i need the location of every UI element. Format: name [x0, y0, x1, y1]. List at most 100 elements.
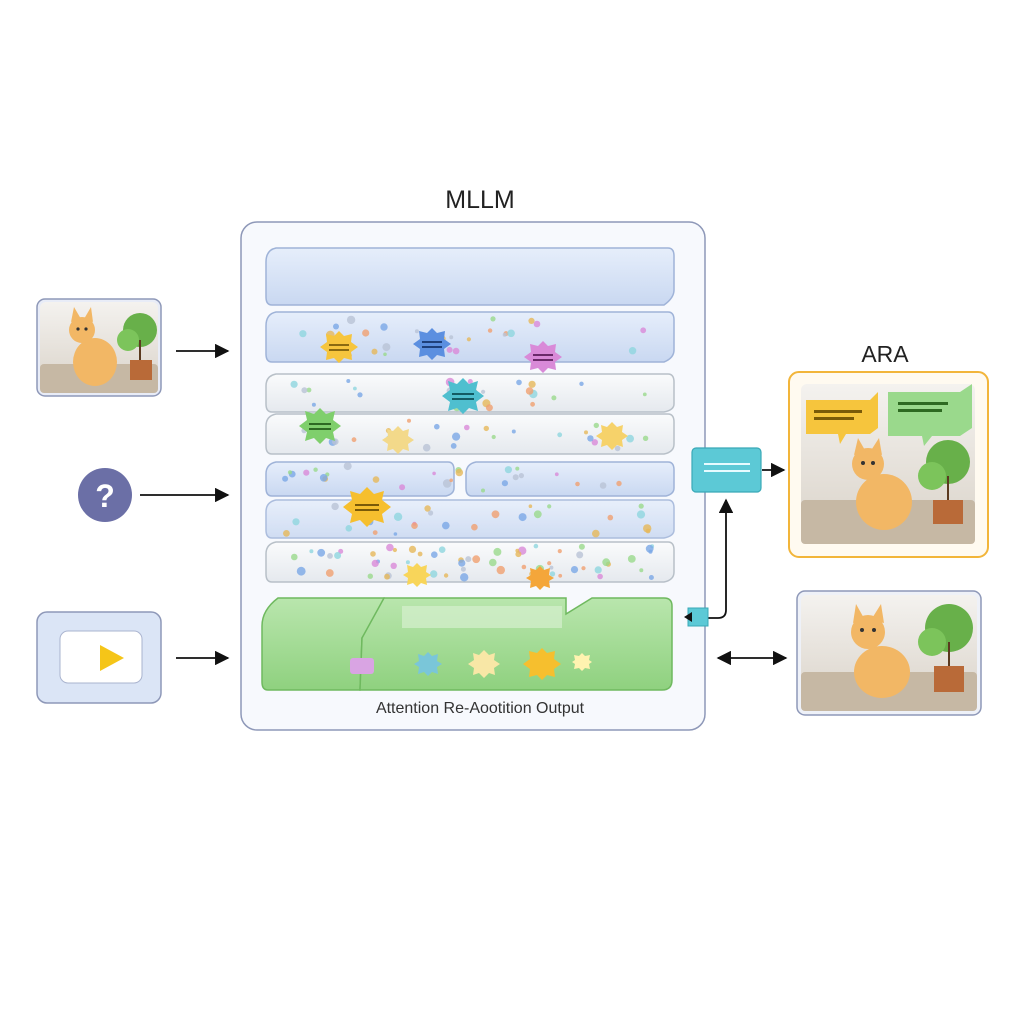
token-dot	[455, 468, 464, 477]
token-dot	[464, 424, 470, 431]
token-dot	[504, 466, 512, 474]
token-dot	[450, 443, 457, 449]
token-dot	[372, 476, 380, 483]
token-dot	[549, 565, 554, 570]
token-dot	[551, 395, 557, 401]
layer-5	[265, 461, 675, 497]
svg-text:?: ?	[95, 478, 115, 514]
token-dot	[533, 543, 539, 549]
token-dot	[515, 548, 520, 553]
ara-panel	[788, 371, 989, 558]
plant-icon-ara	[918, 440, 970, 524]
token-dot	[636, 510, 646, 519]
cat-image-icon-compare	[851, 604, 910, 698]
token-dot	[516, 379, 522, 386]
token-dot	[431, 551, 438, 558]
token-dot	[460, 573, 469, 582]
token-dot	[386, 543, 394, 552]
token-dot	[460, 566, 466, 572]
token-dot	[616, 480, 622, 487]
token-dot	[443, 573, 449, 578]
token-dot	[319, 474, 328, 482]
token-dot	[384, 573, 390, 580]
token-dot	[362, 329, 370, 337]
token-dot	[627, 555, 636, 563]
token-dot	[458, 559, 466, 567]
badge-orange-1	[343, 487, 391, 527]
compare-image	[796, 590, 982, 716]
token-dot	[414, 329, 419, 334]
token-dot	[502, 332, 507, 337]
token-dot	[525, 387, 534, 395]
token-dot	[483, 425, 489, 432]
token-dot	[549, 571, 556, 577]
token-dot	[306, 387, 312, 393]
token-dot	[301, 387, 308, 394]
badge-yellow-1	[320, 331, 358, 363]
token-dot	[490, 316, 496, 322]
token-dot	[428, 510, 434, 516]
token-dot	[296, 566, 306, 576]
token-dot	[327, 553, 333, 559]
token-dot	[558, 573, 563, 578]
layer-7	[265, 541, 675, 583]
badge-yellow-3	[596, 422, 628, 450]
token-dot	[471, 523, 478, 531]
plant-icon-compare	[918, 604, 973, 692]
token-dot	[367, 573, 373, 579]
token-dot	[518, 513, 527, 522]
layer-4	[265, 413, 675, 455]
token-dot	[533, 510, 542, 519]
token-dot	[399, 484, 406, 491]
badge-pink-1	[524, 341, 562, 373]
token-dot	[380, 323, 388, 331]
token-dot	[346, 315, 356, 325]
token-dot	[638, 503, 644, 509]
token-dot	[292, 518, 300, 526]
token-dot	[442, 479, 452, 488]
token-dot	[594, 566, 602, 574]
video-play-icon	[100, 645, 124, 671]
token-dot	[628, 347, 637, 355]
token-dot	[317, 548, 326, 557]
token-dot	[309, 549, 314, 554]
badge-yellow-2	[382, 426, 414, 454]
token-dot	[438, 546, 446, 553]
ara-title: ARA	[861, 341, 909, 367]
token-dot	[639, 568, 644, 573]
layer-1	[265, 247, 675, 306]
token-dot	[446, 346, 453, 353]
token-dot	[408, 545, 417, 554]
token-dot	[579, 381, 584, 386]
video-input	[36, 611, 162, 704]
token-dot	[343, 462, 352, 471]
token-dot	[645, 528, 651, 534]
token-dot	[575, 481, 580, 487]
token-dot	[592, 529, 600, 538]
token-dot	[487, 328, 493, 333]
badge-blue-1	[413, 328, 451, 360]
token-dot	[557, 549, 562, 554]
question-icon	[78, 468, 132, 522]
token-dot	[642, 392, 647, 397]
token-dot	[570, 566, 579, 574]
token-dot	[528, 504, 533, 509]
token-dot	[491, 434, 496, 440]
token-dot	[313, 467, 318, 472]
token-dot	[496, 565, 505, 575]
token-dot	[282, 475, 289, 482]
token-dot	[345, 525, 353, 532]
badge-teal-1	[442, 378, 484, 414]
token-dot	[405, 560, 410, 565]
token-dot	[554, 472, 559, 477]
token-dot	[411, 522, 418, 529]
token-dot	[430, 570, 438, 578]
token-dot	[648, 575, 654, 580]
token-dot	[591, 439, 598, 446]
token-dot	[392, 547, 397, 553]
re-attention-box	[691, 447, 762, 493]
token-dot	[528, 317, 535, 324]
token-dot	[472, 555, 481, 564]
token-dot	[407, 418, 411, 423]
